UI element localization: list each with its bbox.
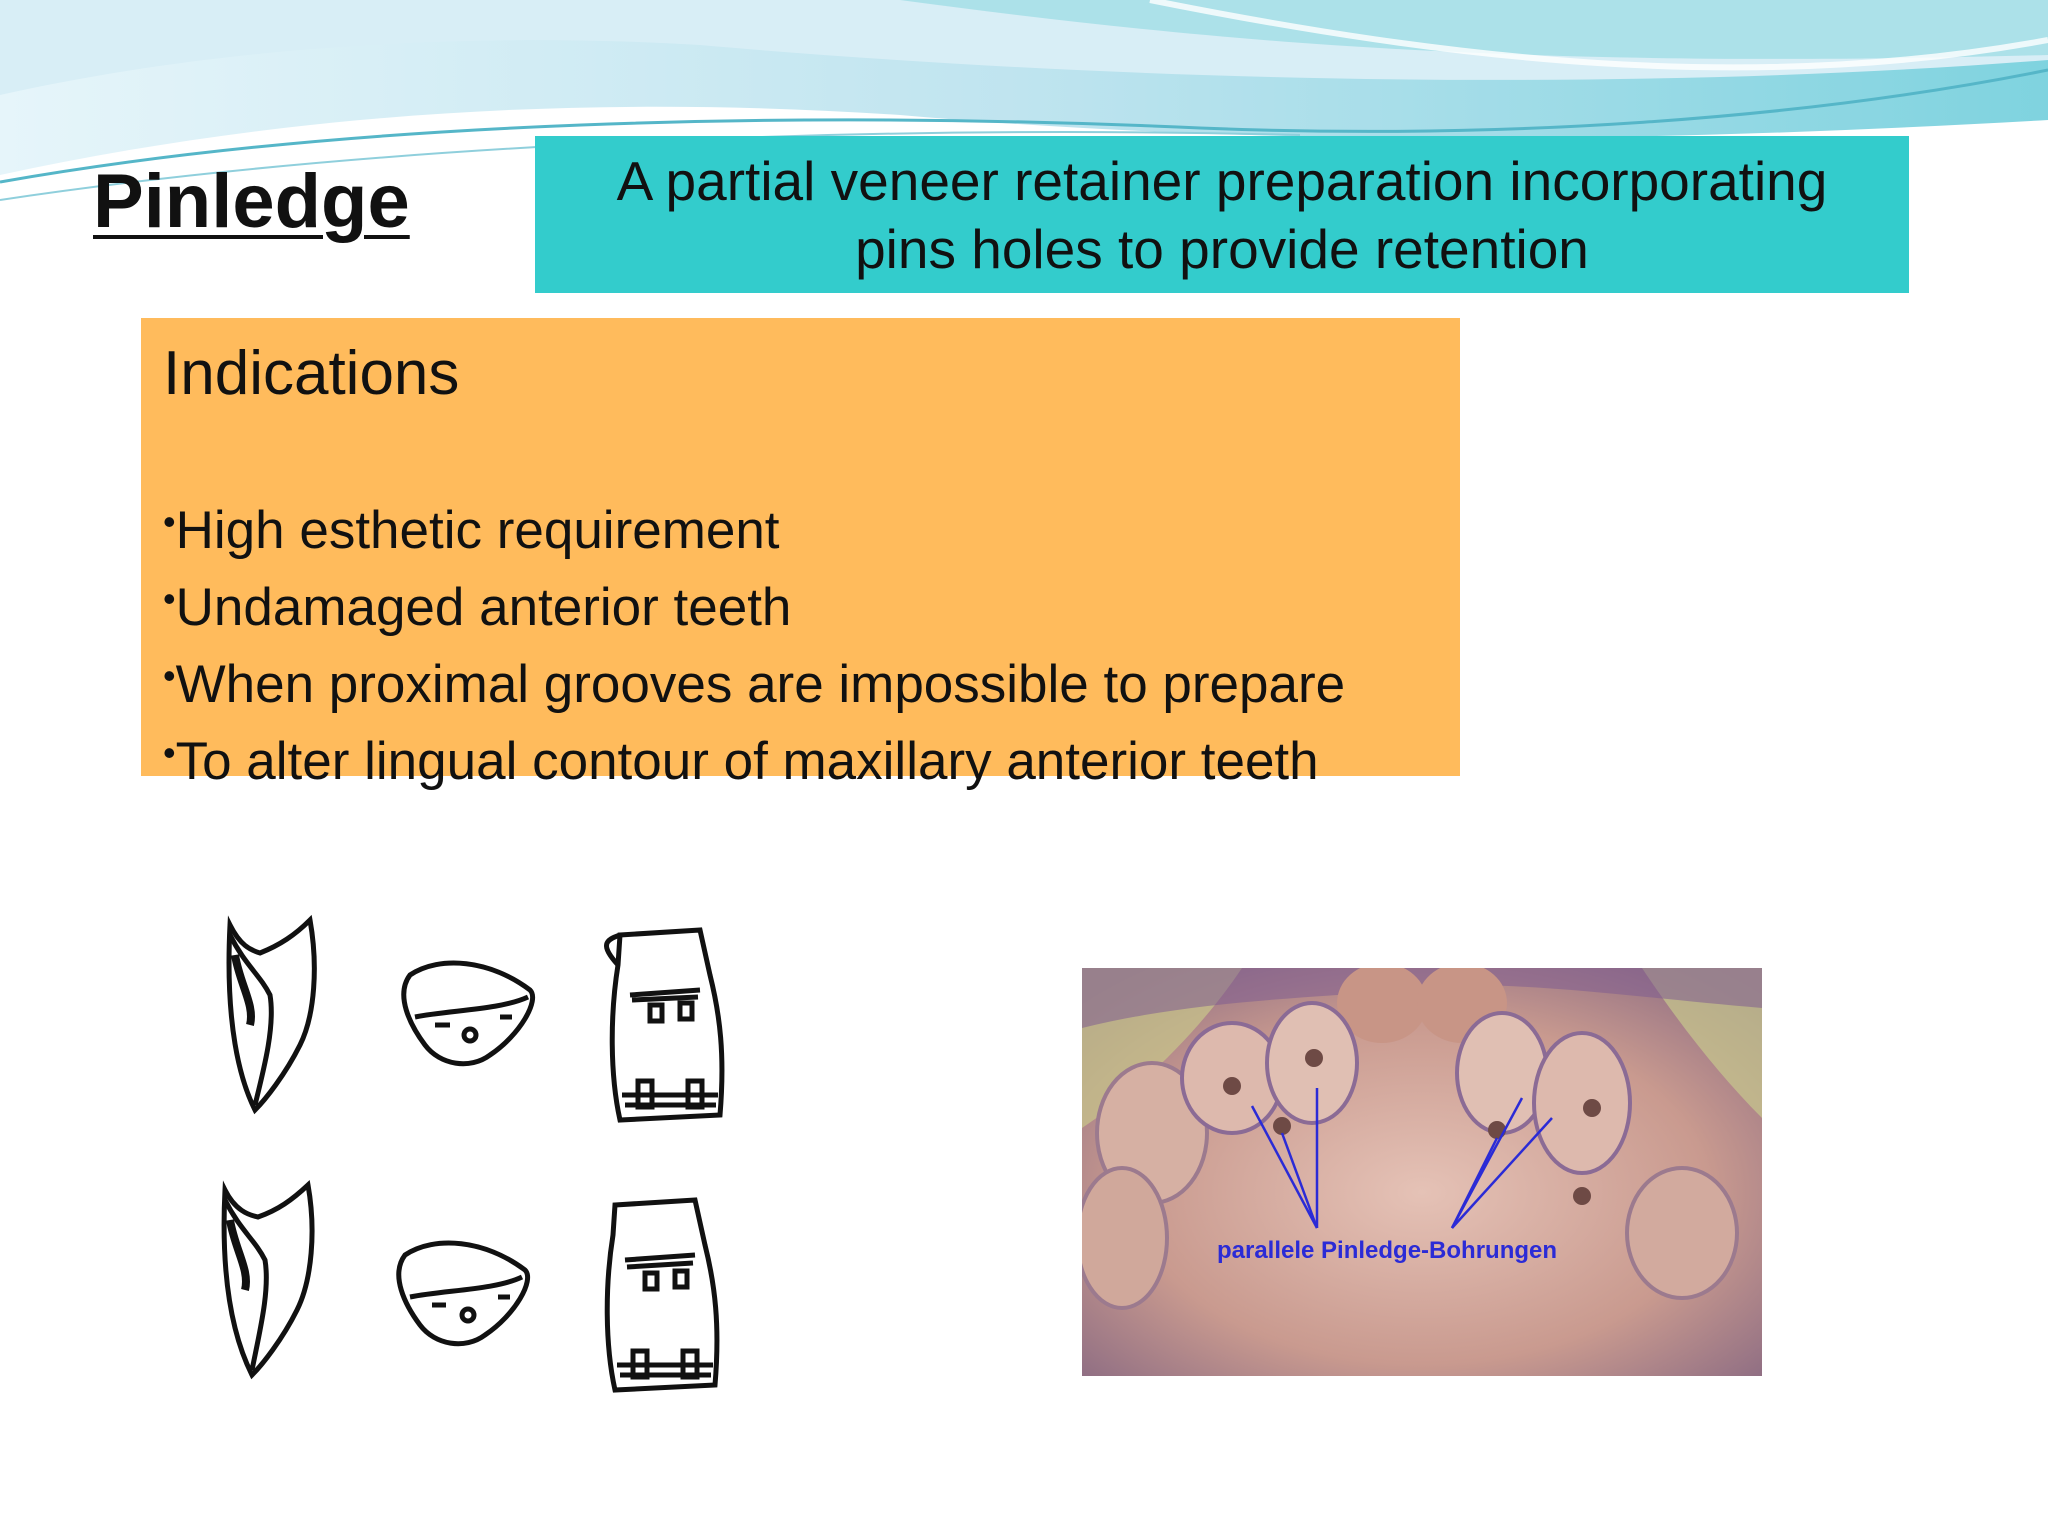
tooth-incisal-view-top bbox=[401, 960, 536, 1067]
slide-title: Pinledge bbox=[93, 159, 410, 244]
indication-item: When proximal grooves are impossible to … bbox=[163, 642, 1460, 719]
dental-cast-photo: parallele Pinledge-Bohrungen bbox=[1082, 968, 1762, 1376]
tooth-lingual-view-top bbox=[604, 927, 725, 1123]
tooth-lingual-view-bottom bbox=[604, 1197, 720, 1393]
tooth-preparation-sketches bbox=[221, 914, 725, 1393]
indications-box: Indications High esthetic requirement Un… bbox=[141, 318, 1460, 791]
photo-caption: parallele Pinledge-Bohrungen bbox=[1217, 1237, 1557, 1264]
definition-text: A partial veneer retainer preparation in… bbox=[617, 147, 1828, 283]
definition-box: A partial veneer retainer preparation in… bbox=[535, 136, 1909, 293]
tooth-incisal-view-bottom bbox=[396, 1240, 531, 1347]
indication-item: High esthetic requirement bbox=[163, 488, 1460, 565]
tooth-side-view-bottom bbox=[221, 1180, 315, 1380]
indications-list: High esthetic requirement Undamaged ante… bbox=[163, 488, 1460, 796]
indications-heading: Indications bbox=[163, 339, 460, 408]
definition-line-2: pins holes to provide retention bbox=[855, 217, 1589, 280]
header-wave-decoration bbox=[0, 0, 2048, 201]
indication-item: To alter lingual contour of maxillary an… bbox=[163, 719, 1460, 796]
tooth-side-view-top bbox=[226, 914, 317, 1115]
indication-item: Undamaged anterior teeth bbox=[163, 565, 1460, 642]
definition-line-1: A partial veneer retainer preparation in… bbox=[616, 149, 1828, 212]
